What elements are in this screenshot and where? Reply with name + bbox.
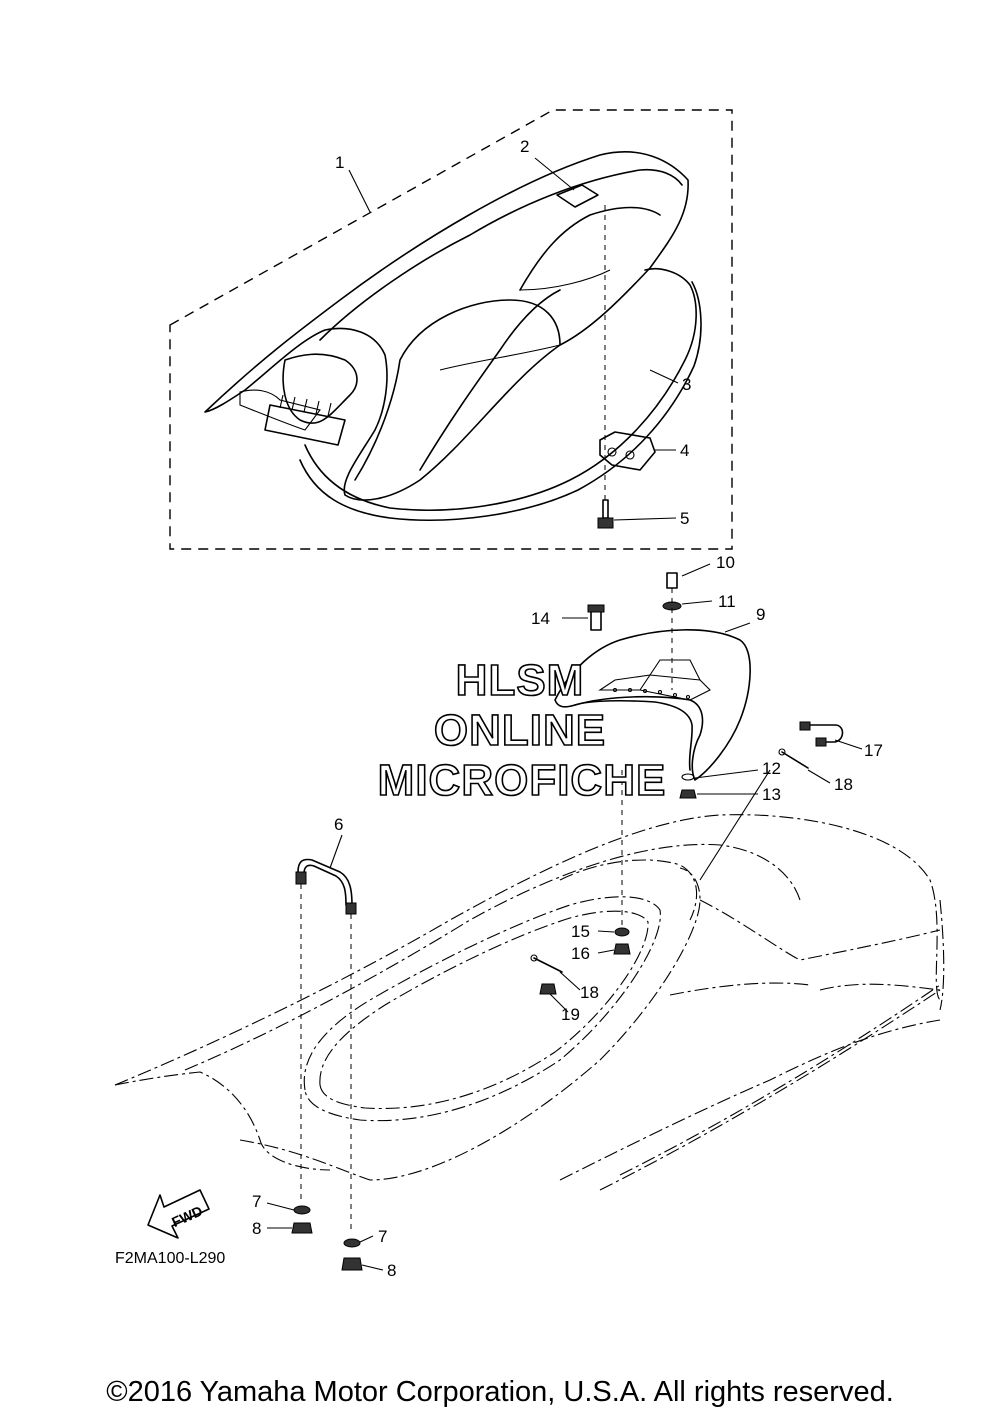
callout-10: 10 <box>716 553 735 572</box>
callout-labels: 1 2 3 4 5 6 7 7 8 8 9 10 11 12 13 14 15 … <box>252 137 883 1280</box>
callout-13: 13 <box>762 785 781 804</box>
hardware-parts <box>530 721 844 995</box>
callout-11: 11 <box>718 592 736 611</box>
callout-4: 4 <box>680 441 689 460</box>
callout-8b: 8 <box>387 1261 396 1280</box>
callout-7b: 7 <box>378 1227 387 1246</box>
callout-2: 2 <box>520 137 529 156</box>
callout-1: 1 <box>335 153 344 172</box>
callout-19: 19 <box>561 1005 580 1024</box>
copyright-notice: ©2016 Yamaha Motor Corporation, U.S.A. A… <box>106 1376 894 1408</box>
callout-7a: 7 <box>252 1192 261 1211</box>
callout-18b: 18 <box>580 983 599 1002</box>
callout-15: 15 <box>571 922 590 941</box>
callout-5: 5 <box>680 509 689 528</box>
watermark-line-3: MICROFICHE <box>378 756 667 805</box>
callout-16: 16 <box>571 944 590 963</box>
watermark: HLSM ONLINE MICROFICHE <box>377 655 667 806</box>
fwd-label: FWD <box>169 1203 205 1231</box>
callout-6: 6 <box>334 815 343 834</box>
seat-assembly-boundary <box>169 109 733 550</box>
fwd-arrow-icon: FWD <box>147 1189 210 1239</box>
callout-8a: 8 <box>252 1219 261 1238</box>
seat-assembly <box>204 151 702 529</box>
hull-deck <box>114 814 945 1191</box>
figure-code: F2MA100-L290 <box>115 1250 225 1267</box>
leader-lines <box>266 157 863 1271</box>
storage-hatch-cover <box>554 572 751 799</box>
callout-9: 9 <box>756 605 765 624</box>
callout-18a: 18 <box>834 775 853 794</box>
callout-17: 17 <box>864 741 883 760</box>
watermark-line-1: HLSM <box>456 656 585 705</box>
callout-3: 3 <box>682 375 691 394</box>
callout-12: 12 <box>762 759 781 778</box>
callout-14: 14 <box>531 609 550 628</box>
watermark-line-2: ONLINE <box>434 706 606 755</box>
grab-handle <box>291 858 363 1271</box>
